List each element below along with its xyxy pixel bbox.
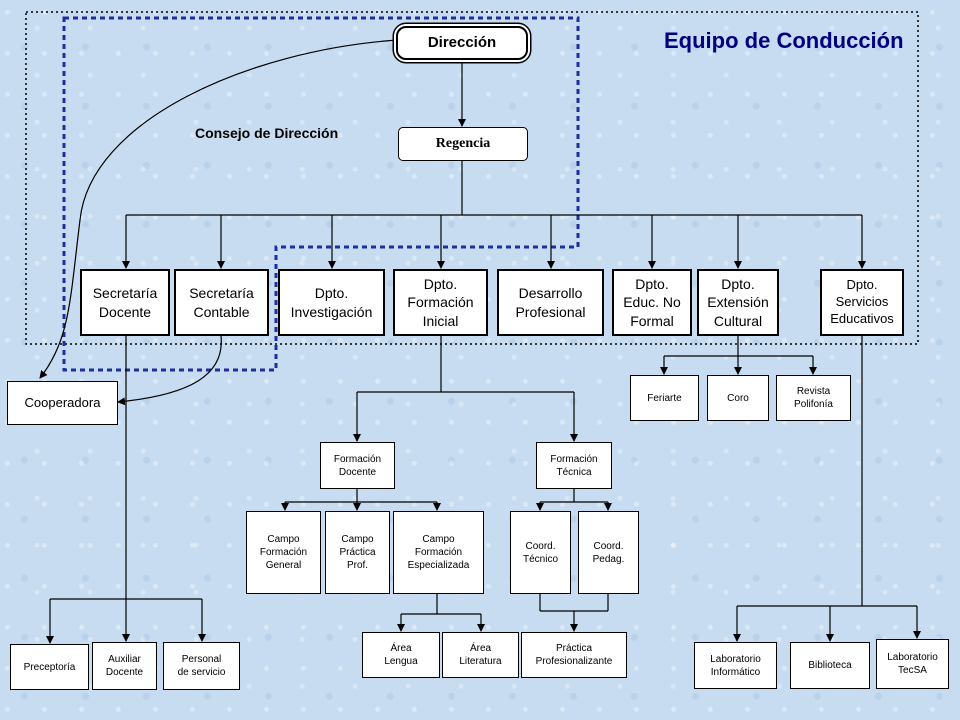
- regencia-node: Regencia: [398, 127, 528, 161]
- secretaria-docente-node: Secretaría Docente: [80, 269, 170, 336]
- practica-profesionalizante-node: Práctica Profesionalizante: [521, 632, 627, 678]
- dpto-formacion-inicial-node: Dpto. Formación Inicial: [393, 269, 488, 336]
- dpto-servicios-educativos-node: Dpto. Servicios Educativos: [820, 269, 904, 336]
- desarrollo-profesional-node: Desarrollo Profesional: [497, 269, 604, 336]
- consejo-frame: [62, 16, 580, 372]
- coord-tecnico-node: Coord. Técnico: [510, 511, 571, 594]
- coro-node: Coro: [707, 375, 769, 421]
- area-lengua-node: Área Lengua: [362, 632, 440, 678]
- dpto-extension-cultural-node: Dpto. Extensión Cultural: [697, 269, 779, 336]
- dpto-educ-no-formal-node: Dpto. Educ. No Formal: [612, 269, 692, 336]
- dpto-investigacion-node: Dpto. Investigación: [278, 269, 385, 336]
- secretaria-contable-node: Secretaría Contable: [174, 269, 269, 336]
- biblioteca-node: Biblioteca: [790, 642, 870, 689]
- campo-formacion-general-node: Campo Formación General: [246, 511, 321, 594]
- laboratorio-informatico-node: Laboratorio Informático: [694, 642, 777, 689]
- formacion-tecnica-node: Formación Técnica: [536, 442, 612, 489]
- personal-servicio-node: Personal de servicio: [163, 642, 240, 690]
- consejo-label: Consejo de Dirección: [195, 125, 339, 141]
- formacion-docente-node: Formación Docente: [320, 442, 395, 489]
- cooperadora-node: Cooperadora: [7, 381, 118, 425]
- coord-pedag-node: Coord. Pedag.: [578, 511, 639, 594]
- revista-polifonia-node: Revista Polifonía: [776, 375, 851, 421]
- area-literatura-node: Área Literatura: [442, 632, 519, 678]
- equipo-frame: [25, 11, 919, 345]
- campo-practica-prof-node: Campo Práctica Prof.: [325, 511, 390, 594]
- auxiliar-docente-node: Auxiliar Docente: [92, 642, 157, 690]
- laboratorio-tecsa-node: Laboratorio TecSA: [876, 639, 949, 689]
- campo-formacion-especializada-node: Campo Formación Especializada: [393, 511, 484, 594]
- feriarte-node: Feriarte: [630, 375, 699, 421]
- direccion-node: Dirección: [396, 26, 528, 60]
- equipo-title: Equipo de Conducción: [664, 28, 904, 53]
- preceptoria-node: Preceptoría: [10, 644, 89, 690]
